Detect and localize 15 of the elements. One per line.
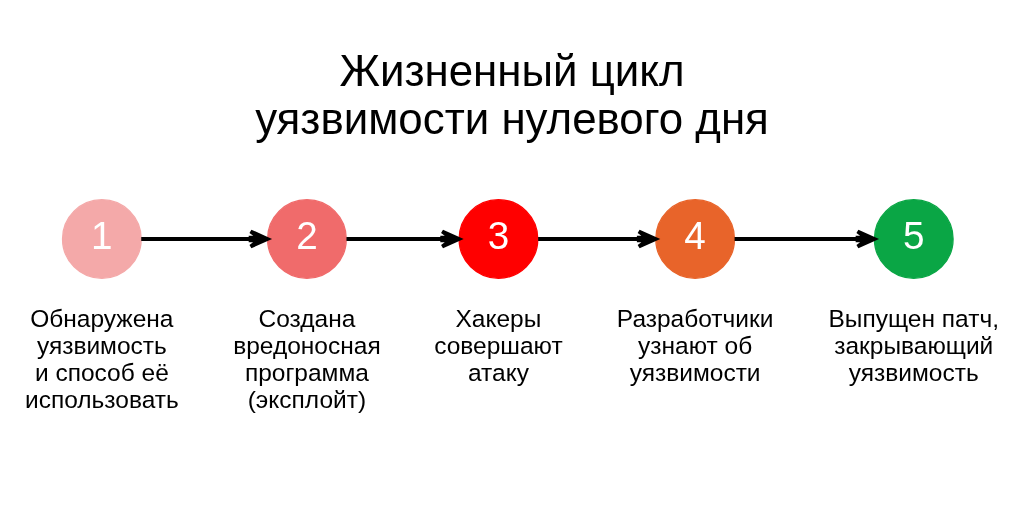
node-label: Обнаружена уязвимость и способ её использовать [24,304,179,414]
node-circle: 2 [266,199,347,279]
node-circle: 3 [458,199,539,279]
arrow [734,229,877,249]
node-circle: 4 [655,199,736,279]
node-label: Разработчики узнают об уязвимости [616,304,774,387]
node-label: Создана вредоносная программа (эксплойт) [233,304,381,414]
node-label: Выпущен патч, закрывающий уязвимость [828,304,999,387]
arrow [141,229,270,249]
node-circle: 1 [61,199,142,279]
arrow [538,229,658,249]
node-label: Хакеры совершают атаку [434,304,563,387]
node-circle: 5 [873,199,954,279]
arrow [346,229,461,249]
diagram-title: Жизненный цикл уязвимости нулевого дня [255,46,769,144]
